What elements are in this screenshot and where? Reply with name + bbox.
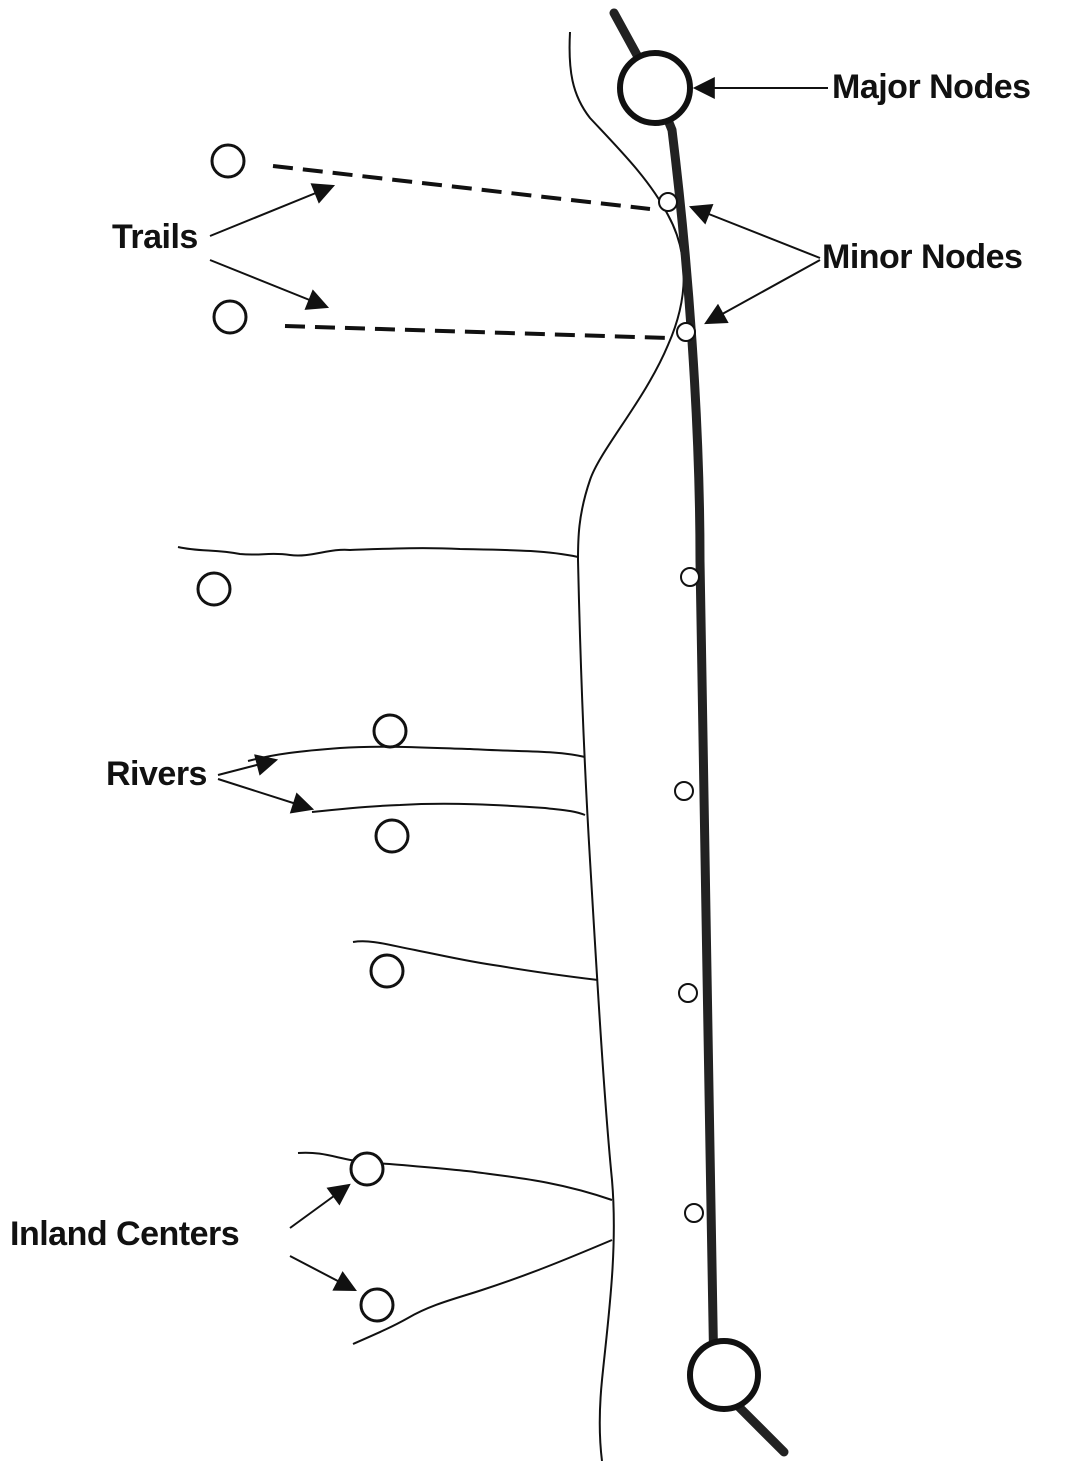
label-trails: Trails <box>112 218 198 256</box>
minor-node <box>658 192 678 212</box>
minor-node <box>684 1203 704 1223</box>
tributaries <box>177 546 613 1345</box>
major-route <box>609 8 719 1385</box>
minor-node <box>678 983 698 1003</box>
label-inland-centers: Inland Centers <box>10 1215 240 1253</box>
major-node <box>687 1338 761 1412</box>
inland-centers <box>196 143 410 1323</box>
tributary <box>247 745 586 762</box>
inland-center <box>372 713 408 749</box>
inland-center <box>374 818 410 854</box>
minor-nodes-arrow <box>704 259 821 325</box>
coastline <box>568 31 685 1461</box>
minor-node <box>674 781 694 801</box>
minor-node <box>680 567 700 587</box>
trails-arrow <box>209 183 336 237</box>
tributary <box>311 802 586 816</box>
label-minor-nodes: Minor Nodes <box>822 238 1023 276</box>
label-major-nodes: Major Nodes <box>832 68 1031 106</box>
trails-arrow <box>209 259 330 310</box>
inland-center <box>212 299 248 335</box>
trail <box>284 324 669 340</box>
rivers-arrow <box>217 778 315 814</box>
minor-node <box>676 322 696 342</box>
inland-centers-arrow <box>289 1183 351 1229</box>
inland-centers-arrow <box>289 1255 357 1292</box>
tributary <box>352 1239 613 1345</box>
major-node <box>617 50 693 126</box>
tributary <box>352 940 599 981</box>
major-route-tail <box>733 1401 789 1457</box>
inland-center <box>359 1287 395 1323</box>
inland-center <box>196 571 232 607</box>
inland-center <box>349 1151 385 1187</box>
rivers-arrow <box>217 754 279 776</box>
inland-center <box>369 953 405 989</box>
label-rivers: Rivers <box>106 755 207 793</box>
tributary <box>177 546 579 558</box>
tributary <box>297 1151 613 1201</box>
inland-center <box>210 143 246 179</box>
trail <box>272 164 651 211</box>
minor-nodes-arrow <box>688 204 821 259</box>
minor-nodes <box>658 192 704 1223</box>
pointer-arrows <box>209 77 828 1292</box>
